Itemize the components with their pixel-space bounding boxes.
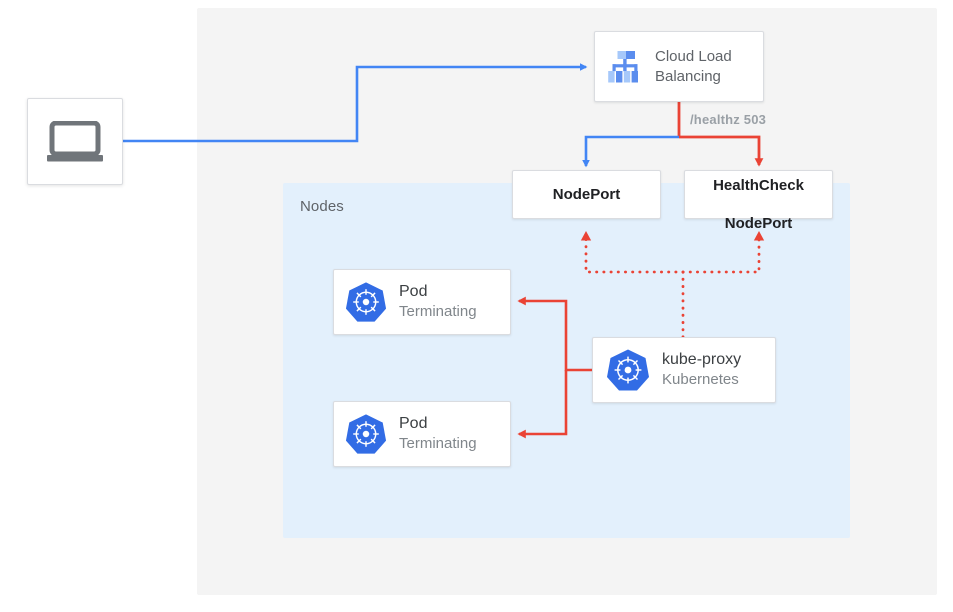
pod-node-2[interactable]: Pod Terminating [333,401,511,467]
pod-node-1[interactable]: Pod Terminating [333,269,511,335]
edge-loadbalancer-to-healthcheck-nodeport [679,135,764,167]
laptop-icon [47,120,103,161]
pod-label-group-2: Pod Terminating [399,414,477,454]
kube-proxy-label-group: kube-proxy Kubernetes [662,350,741,390]
cloud-load-balancing-label-line1: Cloud Load [655,47,732,65]
nodeport-label: NodePort [552,186,621,203]
pod-subtitle-2: Terminating [399,435,477,452]
cloud-load-balancing-icon [608,50,638,82]
healthcheck-nodeport-label-line1: HealthCheck [713,176,804,194]
kubernetes-icon [345,414,387,454]
edge-loadbalancer-to-nodeport [582,135,679,168]
edge-client-to-load-balancer [123,63,588,143]
kube-proxy-node[interactable]: kube-proxy Kubernetes [592,337,776,403]
cloud-load-balancing-node[interactable]: Cloud Load Balancing [594,31,764,102]
kubernetes-icon [345,282,387,322]
healthz-edge-label: /healthz 503 [690,112,767,127]
cloud-load-balancing-label: Cloud Load Balancing [655,47,732,87]
healthcheck-nodeport-node[interactable]: HealthCheck NodePort [684,170,833,232]
cloud-load-balancing-label-line2: Balancing [655,67,721,85]
nodes-panel-label: Nodes [300,198,344,215]
healthcheck-nodeport-label: HealthCheck NodePort [713,157,804,233]
nodeport-node[interactable]: NodePort [512,170,661,219]
edge-kubeproxy-to-pods [517,296,592,439]
kubernetes-icon [607,349,649,391]
client-node[interactable] [27,98,123,185]
pod-label-group-1: Pod Terminating [399,282,477,322]
edge-kubeproxy-to-nodeports-dotted [580,230,765,339]
kube-proxy-subtitle: Kubernetes [662,371,739,388]
kube-proxy-title: kube-proxy [662,351,742,368]
pod-subtitle-1: Terminating [399,303,477,320]
pod-title-1: Pod [399,283,428,300]
healthcheck-nodeport-label-line2: NodePort [724,214,793,232]
pod-title-2: Pod [399,415,428,432]
